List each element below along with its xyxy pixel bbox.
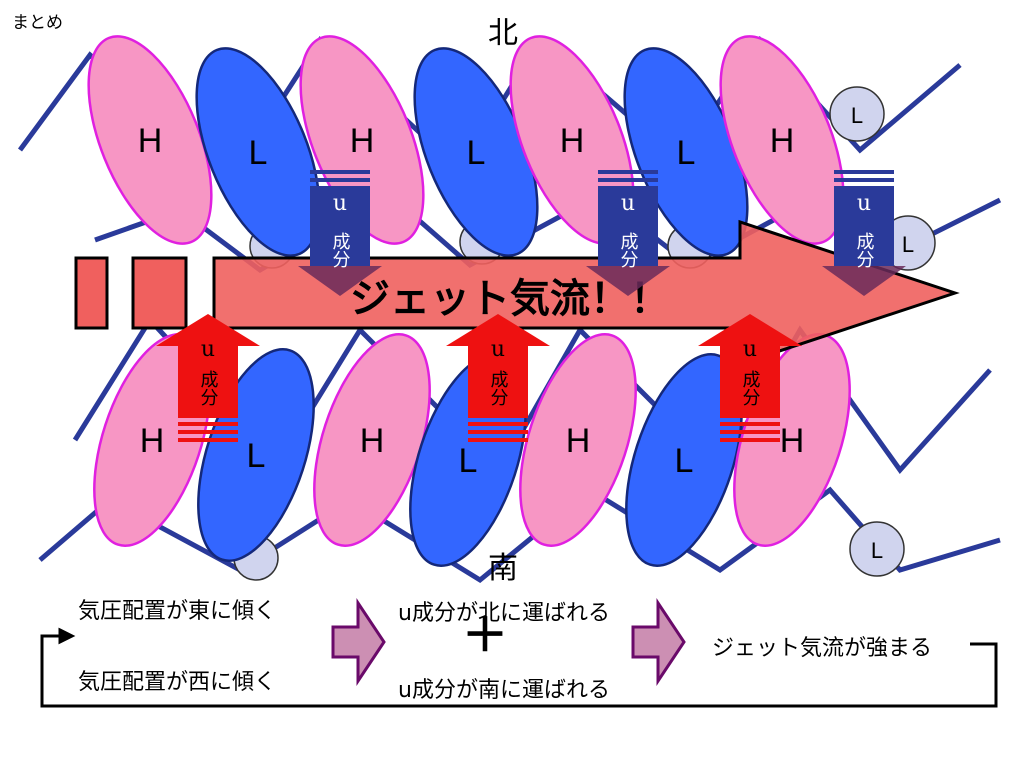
- high-pressure-ellipse: H: [484, 18, 660, 262]
- small-low-label: L: [851, 103, 863, 128]
- low-label: L: [677, 134, 696, 172]
- summary-tilt-east: 気圧配置が東に傾く: [78, 599, 277, 624]
- summary-plus: ＋: [462, 608, 508, 662]
- low-label: L: [675, 442, 694, 480]
- small-low-label: L: [871, 538, 883, 563]
- high-label: H: [566, 422, 591, 460]
- u-component-label: 成分: [330, 232, 351, 268]
- summary-arrow-1: [331, 598, 386, 686]
- high-pressure-ellipse: H: [496, 318, 660, 562]
- high-pressure-ellipse: H: [710, 318, 874, 562]
- low-pressure-ellipse: L: [598, 30, 774, 274]
- u-arrow-up: u 成分: [446, 314, 550, 442]
- u-south-arrows: u 成分 u 成分 u 成分: [156, 314, 802, 442]
- high-pressure-ellipse: H: [70, 318, 234, 562]
- summary-arrow-2: [631, 598, 686, 686]
- u-component-label: 成分: [854, 232, 875, 268]
- north-pressure-row: H L H L H L H: [62, 18, 870, 274]
- u-component-label: 成分: [488, 370, 509, 406]
- summary-u-north: u成分が北に運ばれる: [398, 601, 610, 626]
- u-letter: u: [201, 337, 215, 362]
- u-arrow-down: u 成分: [822, 170, 906, 296]
- feedback-loop: [40, 627, 998, 708]
- summary-u-south: u成分が南に運ばれる: [398, 678, 610, 703]
- high-label: H: [770, 122, 795, 160]
- high-label: H: [780, 422, 805, 460]
- high-label: H: [350, 122, 375, 160]
- low-pressure-ellipse: L: [170, 30, 346, 274]
- high-label: H: [360, 422, 385, 460]
- high-pressure-ellipse: H: [274, 18, 450, 262]
- low-label: L: [467, 134, 486, 172]
- u-letter: u: [743, 337, 757, 362]
- low-pressure-ellipse: L: [388, 30, 564, 274]
- corner-label: まとめ: [12, 13, 63, 33]
- low-pressure-ellipse: L: [386, 338, 550, 582]
- low-pressure-ellipse: L: [174, 333, 338, 577]
- low-label: L: [459, 442, 478, 480]
- summary-result: ジェット気流が強まる: [712, 636, 933, 661]
- jet-dash-2: [131, 256, 188, 330]
- south-pressure-row: H L H L H L H: [70, 318, 874, 582]
- jet-dash-1: [74, 256, 109, 330]
- high-label: H: [140, 422, 165, 460]
- summary-arrows: [331, 598, 686, 686]
- u-letter: u: [491, 337, 505, 362]
- high-pressure-ellipse: H: [694, 18, 870, 262]
- u-component-label: 成分: [740, 370, 761, 406]
- high-label: H: [138, 122, 163, 160]
- small-low: L: [880, 215, 936, 271]
- u-arrow-up: u 成分: [698, 314, 802, 442]
- u-arrow-up: u 成分: [156, 314, 260, 442]
- u-letter: u: [857, 191, 871, 216]
- u-letter: u: [333, 191, 347, 216]
- north-label: 北: [488, 16, 518, 51]
- u-component-label: 成分: [198, 370, 219, 406]
- high-label: H: [560, 122, 585, 160]
- feedback-loop-arrowhead: [58, 627, 76, 645]
- low-label: L: [249, 134, 268, 172]
- high-pressure-ellipse: H: [290, 318, 454, 562]
- summary-tilt-west: 気圧配置が西に傾く: [78, 670, 277, 695]
- u-arrow-down: u 成分: [298, 170, 382, 296]
- u-letter: u: [621, 191, 635, 216]
- feedback-loop-line: [40, 634, 998, 708]
- small-low-label: L: [902, 232, 914, 257]
- small-low: L: [849, 521, 905, 577]
- u-arrow-down: u 成分: [586, 170, 670, 296]
- small-low: L: [829, 86, 885, 142]
- high-pressure-ellipse: H: [62, 18, 238, 262]
- south-label: 南: [488, 551, 518, 586]
- low-pressure-ellipse: L: [602, 338, 766, 582]
- u-north-arrows: u 成分 u 成分 u 成分: [298, 170, 906, 296]
- low-label: L: [247, 437, 266, 475]
- u-component-label: 成分: [618, 232, 639, 268]
